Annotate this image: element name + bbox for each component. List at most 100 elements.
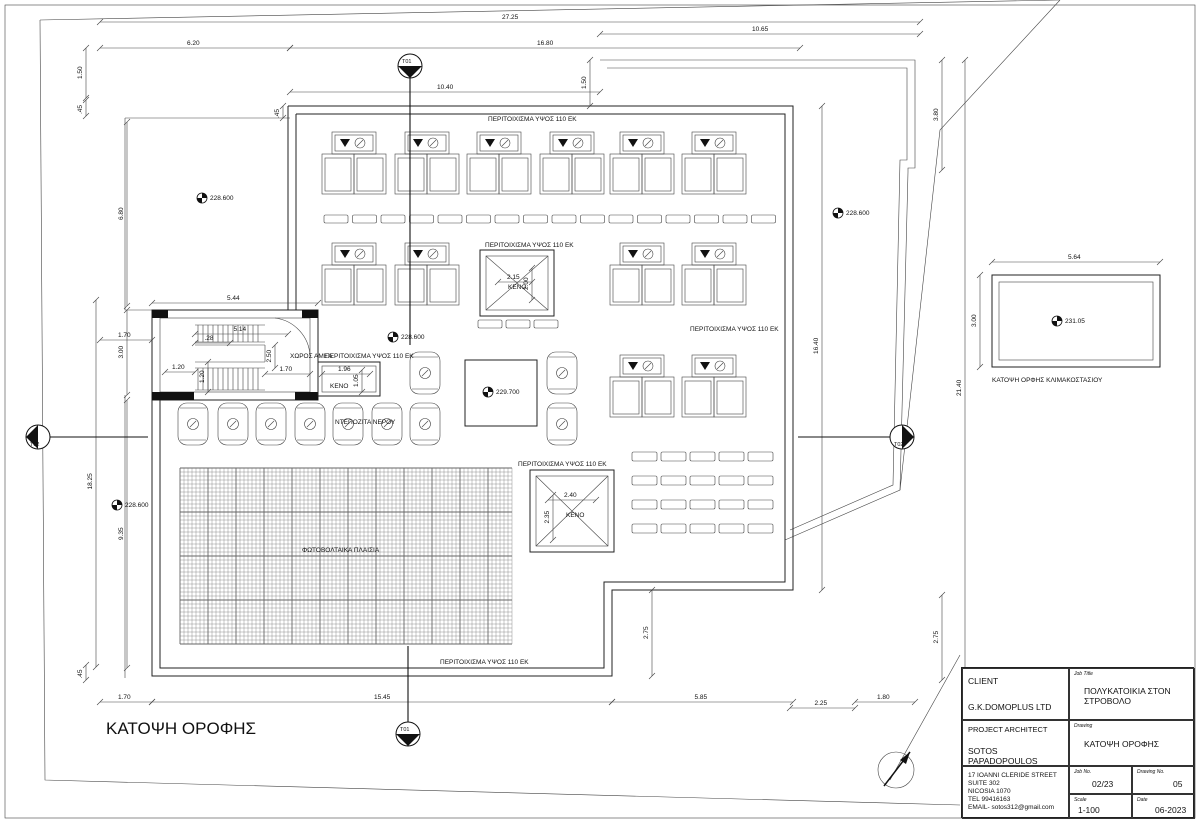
client-cell: CLIENT G.K.DOMOPLUS LTD: [962, 668, 1069, 720]
scale-value: 1-100: [1078, 805, 1100, 815]
drawing-label: Drawing: [1074, 723, 1093, 729]
void-label: ΚΕΝΟ: [566, 512, 584, 519]
architect-cell: PROJECT ARCHITECT SOTOS PAPADOPOULOS: [962, 720, 1069, 766]
dimension: 3.00: [971, 314, 978, 327]
outdoor-unit-small: [523, 214, 548, 224]
ac-unit: [394, 131, 460, 195]
dimension: 18.25: [87, 473, 94, 490]
parapet-label: ΠΕΡΙΤΟΙΧΙΣΜΑ ΥΨΟΣ 110 ΕΚ: [488, 116, 577, 123]
date-cell: Date 06-2023: [1132, 794, 1195, 819]
address-line: 17 IOANNI CLERIDE STREET: [968, 772, 1057, 779]
outdoor-unit-small: [637, 214, 662, 224]
void-label: ΚΕΝΟ: [508, 284, 526, 291]
outdoor-unit-small: [660, 523, 687, 534]
outdoor-unit-small: [551, 214, 577, 224]
ac-unit: [681, 131, 747, 195]
outdoor-unit-small: [380, 214, 406, 224]
outdoor-unit-small: [747, 475, 774, 486]
north-arrow-icon: [877, 751, 915, 789]
ac-unit: [539, 131, 605, 195]
outdoor-unit-small: [533, 319, 559, 329]
water-tank: [409, 402, 441, 446]
level-marker: 228.600: [111, 499, 149, 511]
outdoor-unit-small: [747, 523, 774, 534]
water-tank: [546, 402, 578, 446]
client-value: G.K.DOMOPLUS LTD: [968, 702, 1052, 712]
level-value: 229.700: [496, 389, 520, 396]
dimension: 5.64: [1068, 254, 1081, 261]
drawing-cell: Drawing ΚΑΤΟΨΗ ΟΡΟΦΗΣ: [1069, 720, 1195, 766]
outdoor-unit-small: [323, 214, 349, 224]
outdoor-unit-small: [437, 214, 463, 224]
architect-label: PROJECT ARCHITECT: [968, 725, 1048, 734]
dimension: .45: [77, 669, 84, 678]
outdoor-unit-small: [689, 451, 716, 462]
outdoor-unit-small: [631, 475, 658, 486]
dimension: .45: [274, 109, 281, 118]
dimension: 1.70: [118, 694, 131, 701]
outdoor-unit-small: [689, 475, 716, 486]
water-tank: [371, 402, 403, 446]
address-line: SUITE 302: [968, 780, 1000, 787]
dimension: 1.20: [172, 364, 185, 371]
water-tank: [332, 402, 364, 446]
ac-unit: [321, 242, 387, 306]
dimension: 5.85: [695, 694, 708, 701]
ac-unit: [609, 242, 675, 306]
dimension: 1.70: [280, 366, 293, 373]
dimension: 16.80: [537, 40, 554, 47]
dimension: 27.25: [502, 14, 519, 21]
dimension: 2.35: [544, 510, 551, 523]
ac-unit: [609, 354, 675, 418]
parapet-label: ΠΕΡΙΤΟΙΧΙΣΜΑ ΥΨΟΣ 110 ΕΚ: [440, 659, 529, 666]
dimension: 2.15: [507, 274, 520, 281]
outdoor-unit-small: [505, 319, 531, 329]
level-value: 228.600: [125, 502, 149, 509]
scale-cell: Scale 1-100: [1069, 794, 1132, 819]
dimension: 3.00: [118, 345, 125, 358]
job-title-label: Job Title: [1074, 671, 1093, 677]
stair-roof-outline: [991, 274, 1161, 368]
level-value: 228.600: [401, 334, 425, 341]
job-no-value: 02/23: [1092, 779, 1114, 789]
stair-plan-title: ΚΑΤΟΨΗ ΟΡΦΗΣ ΚΛΙΜΑΚΟΣΤΑΣΙΟΥ: [992, 377, 1103, 384]
ac-unit: [681, 354, 747, 418]
scale-label: Scale: [1074, 797, 1087, 803]
raised-roof: [464, 359, 538, 427]
dimension: 10.40: [437, 84, 454, 91]
outdoor-unit-small: [409, 214, 434, 224]
architect-value: SOTOS PAPADOPOULOS: [968, 746, 1038, 766]
void-small: [317, 361, 381, 397]
outdoor-unit-small: [718, 499, 745, 510]
level-marker: 228.600: [387, 331, 425, 343]
water-tank: [255, 402, 287, 446]
section-marker-label: T02: [894, 442, 903, 448]
roof-outline: [151, 105, 794, 677]
dimension: 2.40: [564, 492, 577, 499]
level-marker: 228.600: [196, 192, 234, 204]
title-block: CLIENT G.K.DOMOPLUS LTD PROJECT ARCHITEC…: [961, 667, 1195, 819]
outdoor-unit-small: [352, 214, 377, 224]
section-marker: T02: [889, 424, 915, 450]
drawing-no-label: Drawing No.: [1137, 769, 1165, 775]
outdoor-unit-small: [580, 214, 605, 224]
dimension: 2.00: [523, 277, 530, 290]
dimension: 2.50: [266, 349, 273, 362]
job-title-value: ΠΟΛΥΚΑΤΟΙΚΙΑ ΣΤΟΝ ΣΤΡΟΒΟΛΟ: [1084, 686, 1171, 706]
water-tank: [409, 351, 441, 395]
level-marker: 231.05: [1051, 315, 1085, 327]
client-label: CLIENT: [968, 676, 999, 686]
outdoor-unit-small: [631, 499, 658, 510]
outdoor-unit-small: [660, 475, 687, 486]
ac-unit: [609, 131, 675, 195]
stair-core: [151, 309, 319, 401]
section-marker-label: T02: [30, 442, 39, 448]
address-line: TEL 99416163: [968, 796, 1011, 803]
dimension: 1.05: [353, 374, 360, 387]
outdoor-unit-small: [660, 451, 687, 462]
outdoor-unit-small: [694, 214, 719, 224]
disabled-space-label: ΧΩΡΟΣ ΑΜΕΑ: [290, 353, 333, 360]
outdoor-unit-small: [631, 451, 658, 462]
dimension: 6.80: [118, 207, 125, 220]
